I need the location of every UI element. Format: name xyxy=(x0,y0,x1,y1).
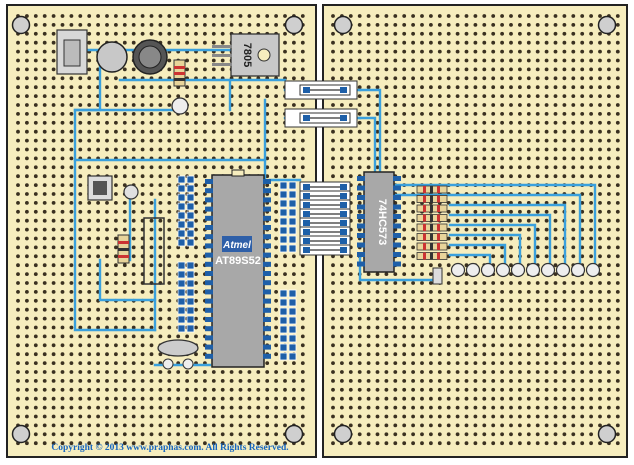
wire-traces xyxy=(73,48,597,367)
resistor-reset xyxy=(117,234,130,264)
resistor-power xyxy=(173,59,186,87)
led-row xyxy=(450,262,601,278)
atmel-logo-label: Atmel xyxy=(222,240,251,251)
mounting-holes xyxy=(11,15,617,444)
small-jumper xyxy=(432,267,443,285)
latch-74hc573: 74HC573 xyxy=(357,171,401,273)
capacitor-ceramic xyxy=(143,217,165,285)
regulator-7805: 7805 xyxy=(212,33,280,77)
capacitor-1 xyxy=(96,41,128,73)
reset-button xyxy=(87,175,113,201)
resistor-array xyxy=(416,185,448,260)
pin-headers xyxy=(177,175,297,361)
copyright-text: Copyright © 2013 www.praphas.com. All Ri… xyxy=(51,442,288,453)
latch-label: 74HC573 xyxy=(376,199,388,245)
led-power xyxy=(171,97,189,115)
regulator-label: 7805 xyxy=(241,43,253,67)
mcu-label: AT89S52 xyxy=(215,255,261,267)
power-jack xyxy=(56,29,88,75)
capacitor-reset xyxy=(123,184,139,200)
board-bridge-connectors xyxy=(284,80,358,256)
capacitor-2 xyxy=(132,39,168,75)
atmel-logo xyxy=(222,236,252,252)
crystal xyxy=(157,339,199,370)
mcu-at89s52: Atmel AT89S52 xyxy=(205,169,271,368)
